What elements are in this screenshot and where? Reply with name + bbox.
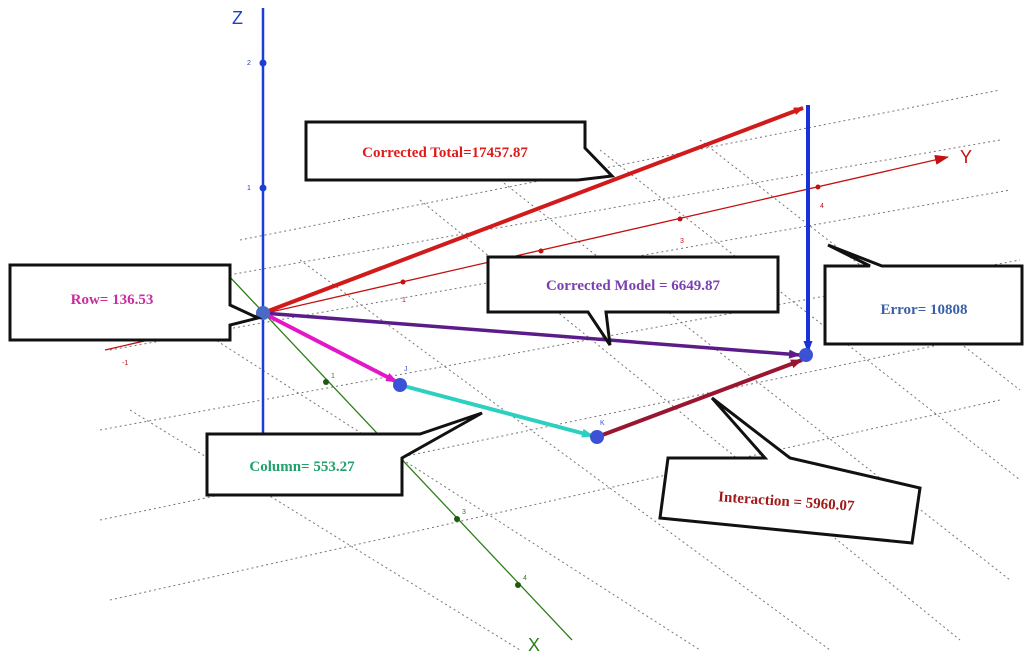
callout-row-text: Row= 136.53 — [71, 292, 154, 308]
point-k — [590, 430, 604, 444]
point-m — [799, 348, 813, 362]
interaction-vector — [596, 358, 803, 439]
callout-interaction: Interaction = 5960.07 — [658, 396, 922, 545]
x-tick-label: 3 — [462, 509, 466, 516]
callout-corrected-model: Corrected Model = 6649.87 — [486, 255, 780, 346]
x-axis-label: X — [528, 635, 540, 654]
x-tick-label: 4 — [523, 575, 527, 582]
corrected-model-vector — [262, 311, 801, 359]
x-tick-label: 1 — [331, 373, 335, 380]
point-j-label: J — [404, 366, 408, 373]
callout-column: Column= 553.27 — [205, 411, 483, 497]
origin-point — [256, 306, 270, 320]
callout-column-text: Column= 553.27 — [249, 459, 355, 475]
callout-error: Error= 10808 — [823, 243, 1024, 346]
vectors — [262, 105, 813, 439]
y-tick-label: 1 — [402, 297, 406, 304]
column-vector — [399, 383, 594, 438]
y-tick-label: 4 — [820, 203, 824, 210]
row-vector — [262, 311, 398, 384]
z-tick-point — [259, 184, 267, 192]
points: J K — [256, 306, 813, 444]
point-k-label: K — [600, 420, 605, 427]
z-axis-label: Z — [232, 8, 243, 28]
callout-corrected-total: Corrected Total=17457.87 — [304, 120, 616, 182]
y-axis-label: Y — [960, 147, 972, 167]
callout-error-text: Error= 10808 — [880, 302, 967, 318]
z-tick-label: 2 — [247, 60, 251, 67]
point-j — [393, 378, 407, 392]
z-tick-label: 1 — [247, 185, 251, 192]
callout-corrected-model-text: Corrected Model = 6649.87 — [546, 278, 721, 294]
callout-row: Row= 136.53 — [8, 263, 263, 342]
z-axis: 2 1 Z — [232, 8, 267, 438]
y-tick-label: -1 — [122, 360, 128, 367]
y-tick-label: 3 — [680, 238, 684, 245]
corrected-total-vector — [262, 106, 804, 315]
background-grid — [99, 89, 1021, 651]
callout-corrected-total-text: Corrected Total=17457.87 — [362, 145, 528, 161]
z-tick-point — [259, 59, 267, 67]
